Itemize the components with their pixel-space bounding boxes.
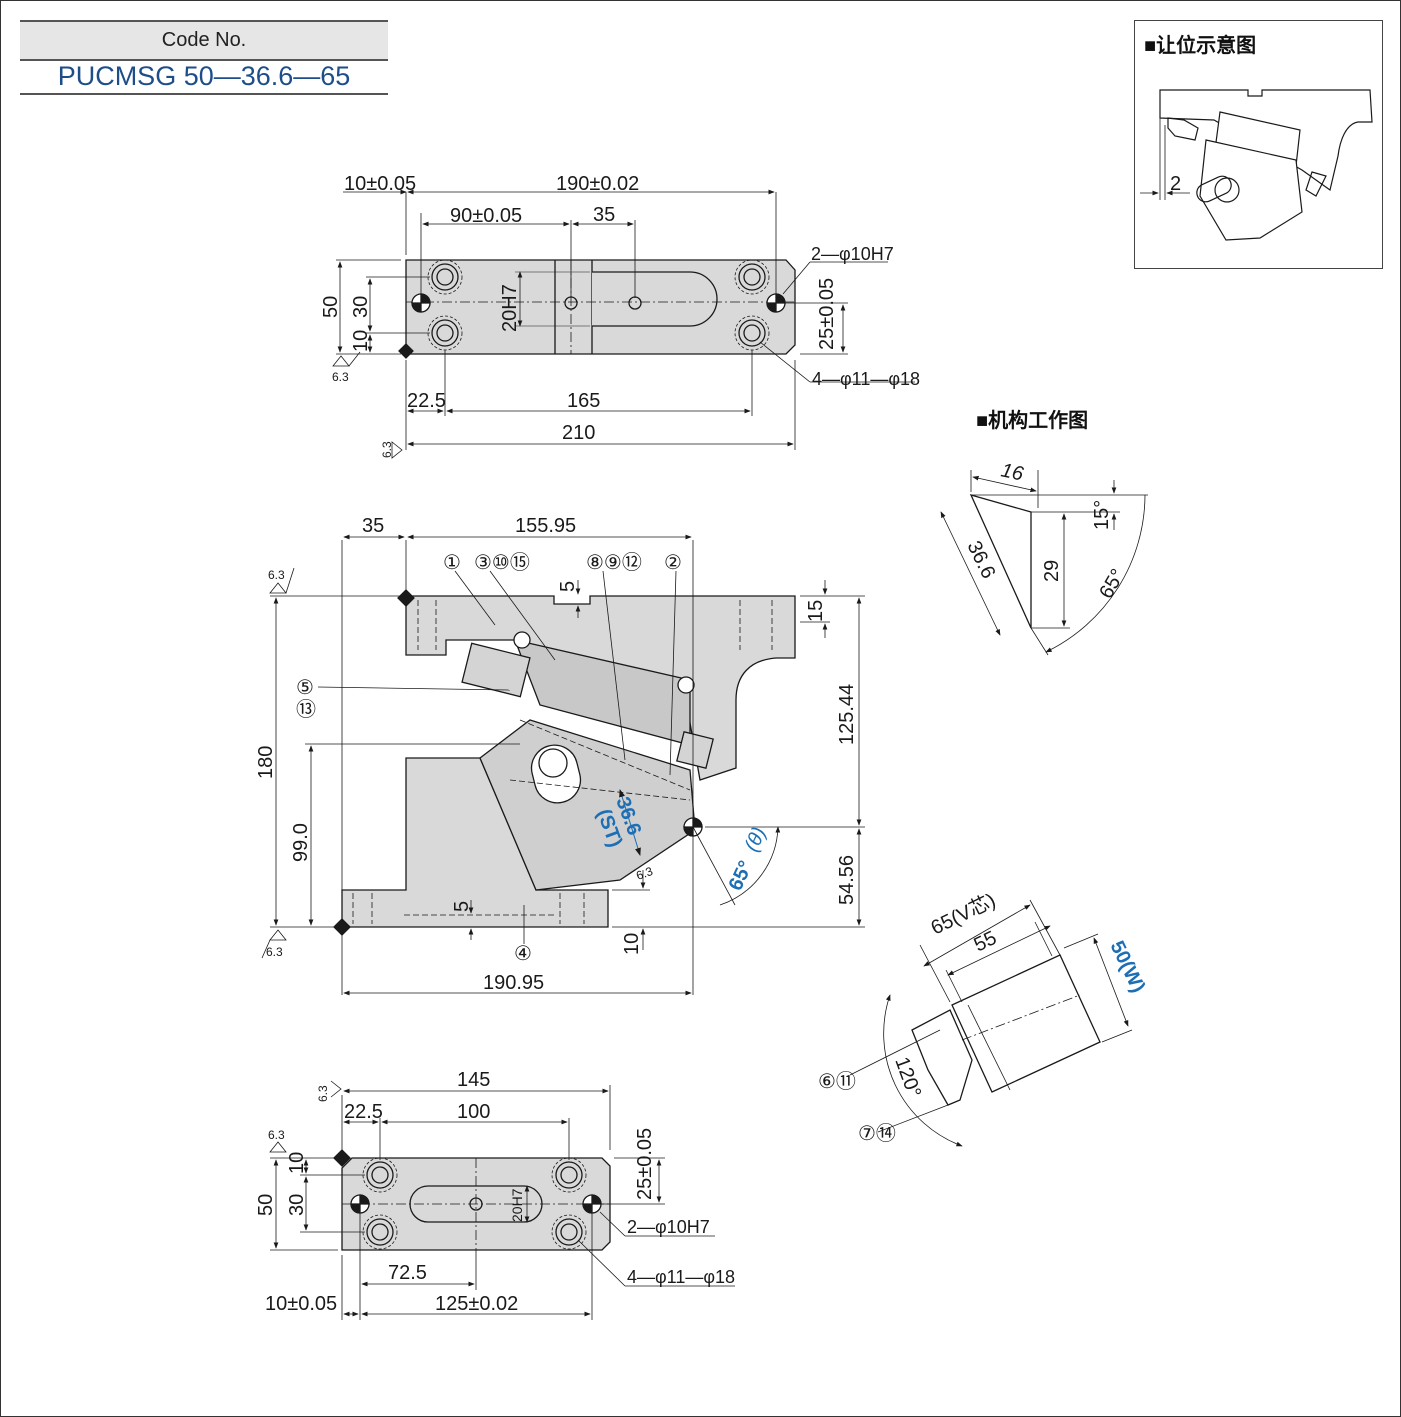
bottom-roughness-a: 6.3 [316,1085,330,1102]
relief-diagram-title: ■让位示意图 [1144,35,1257,57]
mech-dim-65deg: 65° [1095,565,1129,602]
dim-bottom-10b: 10±0.05 [265,1293,337,1315]
mechanism-diagram-title: ■机构工作图 [976,410,1089,432]
part-3-10-15: ③⑩⑮ [474,551,530,574]
dim-top-22-5: 22.5 [407,390,446,412]
dim-front-35: 35 [362,515,384,537]
front-view [261,534,865,996]
relief-diagram [1140,89,1373,241]
code-number-label: Code No. [20,20,388,61]
dim-front-10: 10 [621,933,643,955]
dim-bottom-30: 30 [286,1194,308,1216]
dim-top-10: 10±0.05 [344,173,416,195]
part-5: ⑤ [296,677,314,699]
dim-bottom-50: 50 [255,1194,277,1216]
top-view [332,189,915,459]
cam-angle-label: (θ) [741,824,771,855]
cam-angle-value: 65° [725,857,758,894]
bottom-roughness-b: 6.3 [268,1128,285,1142]
dim-front-15: 15 [805,600,827,622]
dim-bottom-100: 100 [457,1101,490,1123]
bottom-bolt-hole-callout: 4—φ11—φ18 [627,1267,735,1287]
dim-bottom-20h7: 20H7 [509,1188,525,1222]
part-6-11: ⑥⑪ [818,1070,856,1093]
dim-bottom-72-5: 72.5 [388,1262,427,1284]
v-dim-120deg: 120° [890,1054,925,1100]
dim-bottom-125: 125±0.02 [435,1293,518,1315]
dim-top-90: 90±0.05 [450,205,522,227]
front-roughness-top: 6.3 [268,568,285,582]
dim-top-50: 50 [320,296,342,318]
bottom-pin-hole-callout: 2—φ10H7 [627,1217,710,1237]
dim-bottom-25: 25±0.05 [634,1128,656,1200]
mech-dim-29: 29 [1041,560,1063,582]
dim-top-190: 190±0.02 [556,173,639,195]
code-number-value: PUCMSG 50—36.6—65 [20,58,388,95]
mechanism-diagram [940,470,1148,656]
dim-bottom-22-5: 22.5 [344,1101,383,1123]
dim-front-99: 99.0 [290,823,312,862]
dim-front-5: 5 [557,581,579,592]
part-13: ⑬ [296,698,316,721]
dim-bottom-145: 145 [457,1069,490,1091]
dim-top-25: 25±0.05 [816,278,838,350]
front-roughness-mid: 6.3 [634,864,655,883]
v-dim-50w: 50(W) [1106,938,1150,997]
top-pin-hole-callout: 2—φ10H7 [811,244,894,264]
dim-front-155-95: 155.95 [515,515,576,537]
front-roughness-bottom: 6.3 [266,945,283,959]
dim-front-180: 180 [255,746,277,779]
dim-front-54-56: 54.56 [836,855,858,905]
top-bolt-hole-callout: 4—φ11—φ18 [812,369,920,389]
dim-top-10b: 10 [350,330,372,352]
dim-top-20h7: 20H7 [499,284,521,332]
dim-front-190-95: 190.95 [483,972,544,994]
part-1: ① [443,552,461,574]
dim-top-210: 210 [562,422,595,444]
top-view-labels: 10±0.05 190±0.02 90±0.05 35 50 30 10 20H… [320,173,920,458]
dim-top-165: 165 [567,390,600,412]
v-block-diagram [849,899,1133,1147]
part-4: ④ [514,943,532,965]
dim-top-35: 35 [593,204,615,226]
mech-dim-16: 16 [999,459,1026,485]
bottom-view-labels: 145 22.5 100 10 30 50 25±0.05 20H7 72.5 … [255,1069,735,1315]
part-8-9-12: ⑧⑨⑫ [586,551,642,574]
part-2: ② [664,552,682,574]
dim-front-125-44: 125.44 [836,684,858,745]
relief-dim-2: 2 [1170,173,1181,195]
top-roughness-a: 6.3 [332,370,349,384]
mech-dim-15deg: 15° [1091,500,1113,530]
part-7-14: ⑦⑭ [858,1122,896,1145]
dim-top-30: 30 [350,296,372,318]
dim-bottom-10: 10 [286,1152,308,1174]
dim-front-5b: 5 [451,901,473,912]
bottom-counterbore-holes [362,1157,587,1250]
top-roughness-b: 6.3 [380,441,394,458]
bottom-view [269,1080,735,1320]
